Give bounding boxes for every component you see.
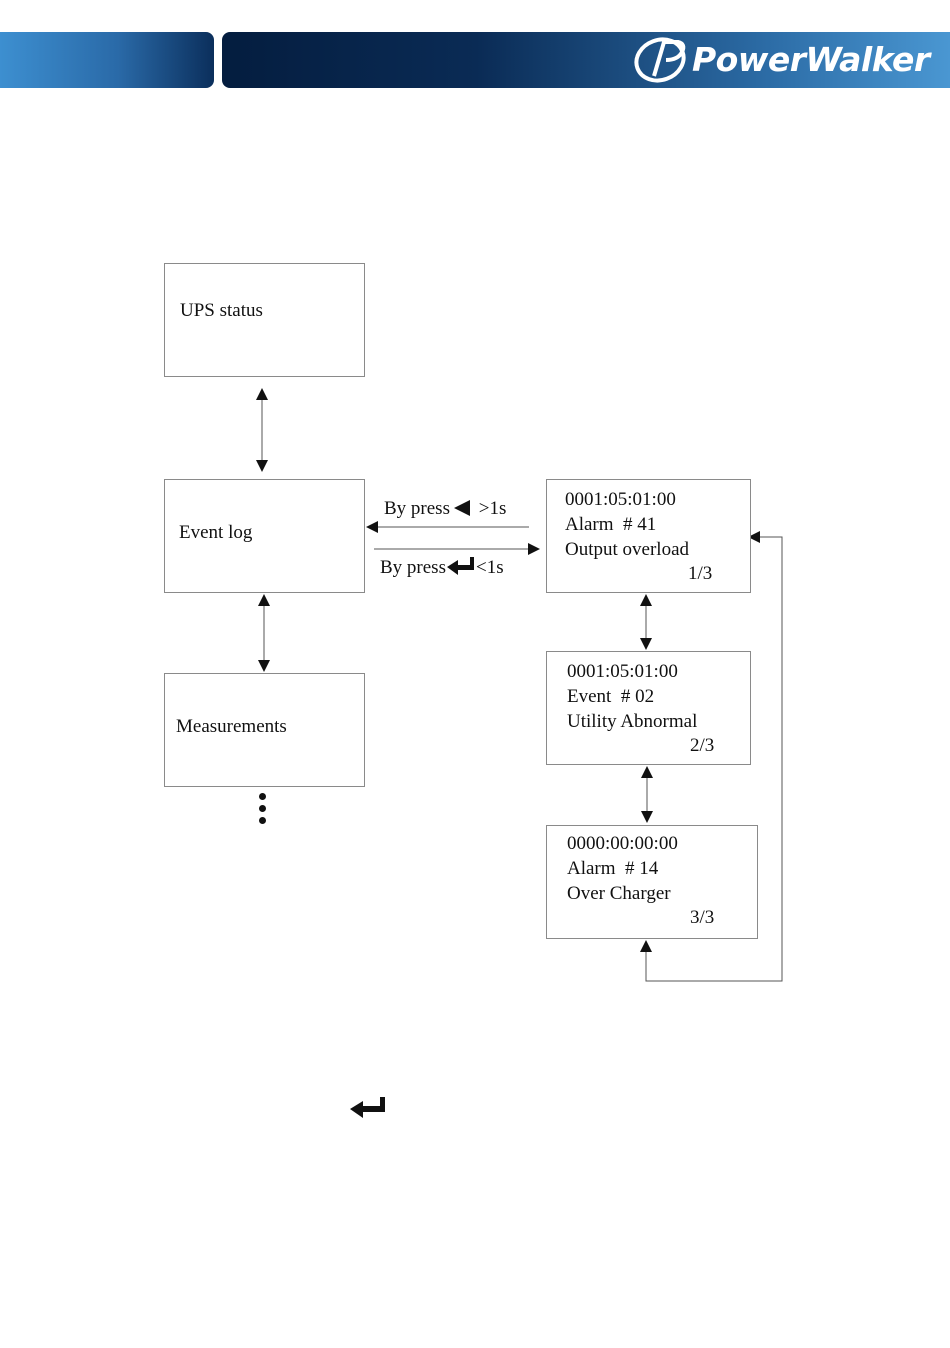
arrow-down (640, 638, 652, 650)
enter-prefix: By press (380, 557, 446, 578)
arrow-down (258, 660, 270, 672)
event-log-label: Event log (179, 522, 252, 544)
menu-box-event-log: Event log (164, 479, 365, 593)
arrow-left (366, 521, 378, 533)
arrow-up (640, 594, 652, 606)
arrow-up (640, 940, 652, 952)
enter-annotation: By press <1s (380, 556, 504, 579)
event-screen-2: 0001:05:01:00 Event # 02 Utility Abnorma… (546, 651, 751, 765)
event-time: 0000:00:00:00 (567, 834, 678, 853)
arrow-up (256, 388, 268, 400)
arrow-up (258, 594, 270, 606)
event-type: Alarm # 41 (565, 515, 656, 534)
event-screen-1: 0001:05:01:00 Alarm # 41 Output overload… (546, 479, 751, 593)
back-annotation: By press >1s (384, 498, 506, 520)
event-type: Event # 02 (567, 687, 654, 706)
event-screen-3: 0000:00:00:00 Alarm # 14 Over Charger 3/… (546, 825, 758, 939)
arrow-down (641, 811, 653, 823)
ups-status-label: UPS status (180, 300, 263, 322)
enter-suffix: <1s (476, 557, 504, 578)
measurements-label: Measurements (176, 716, 287, 738)
event-desc: Utility Abnormal (567, 712, 697, 731)
left-triangle-icon (452, 499, 474, 517)
enter-arrow-icon (348, 1096, 388, 1120)
back-prefix: By press (384, 498, 450, 519)
menu-box-measurements: Measurements (164, 673, 365, 787)
event-time: 0001:05:01:00 (567, 662, 678, 681)
event-page: 1/3 (688, 564, 712, 583)
back-suffix: >1s (474, 498, 506, 519)
event-page: 2/3 (690, 736, 714, 755)
menu-box-ups-status: UPS status (164, 263, 365, 377)
event-desc: Output overload (565, 540, 689, 559)
event-type: Alarm # 14 (567, 859, 658, 878)
arrow-right (528, 543, 540, 555)
event-desc: Over Charger (567, 884, 671, 903)
arrow-up (641, 766, 653, 778)
arrow-down (256, 460, 268, 472)
enter-arrow-icon (446, 556, 476, 576)
event-time: 0001:05:01:00 (565, 490, 676, 509)
event-page: 3/3 (690, 908, 714, 927)
